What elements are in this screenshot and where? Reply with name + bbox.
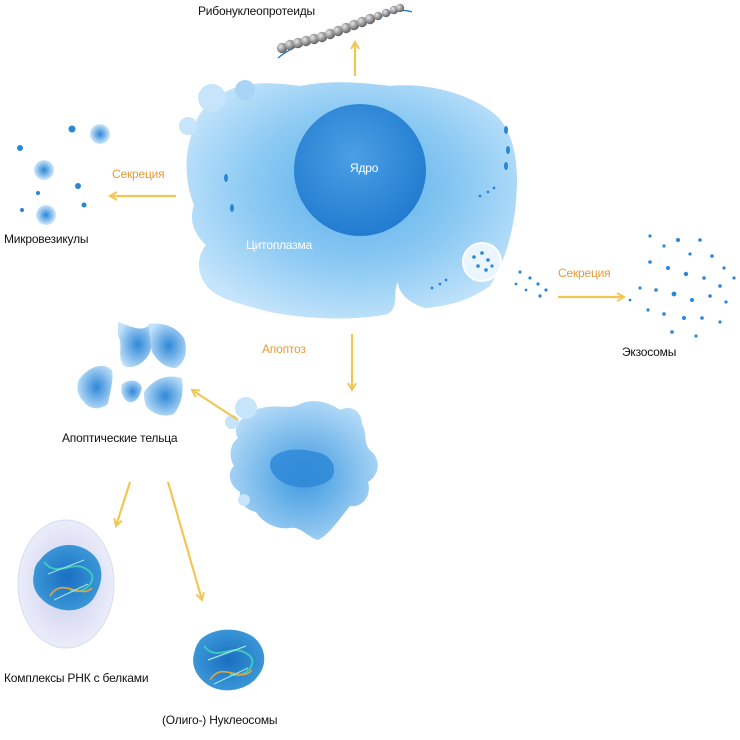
cell-bleb <box>235 80 255 100</box>
rnp-bead <box>308 33 320 45</box>
exosome-dots-inner <box>430 186 496 290</box>
exosome-dot <box>544 288 548 292</box>
apoptotic-bodies-cluster <box>77 322 186 416</box>
exosome-dot <box>648 234 652 238</box>
exosome-dot <box>524 288 528 292</box>
cell-bleb <box>179 117 197 135</box>
rnp-bead <box>340 22 352 34</box>
arrow-to-apoptotic-bodies <box>190 388 239 421</box>
exosome-dot <box>518 270 522 274</box>
granule <box>506 146 510 154</box>
exosome-dot <box>718 320 722 324</box>
rnp-bead <box>316 31 328 43</box>
arrow-to-nucleosomes <box>166 481 205 602</box>
exosome-dot <box>671 291 677 297</box>
arrows <box>108 40 626 602</box>
exosome-dot <box>528 276 532 280</box>
label-microvesicles: Микровезикулы <box>4 232 89 246</box>
exosome-dot <box>662 244 666 248</box>
exosomes-cluster <box>514 234 736 338</box>
exosome-dot <box>702 276 706 280</box>
granule <box>224 174 228 182</box>
exosome-dot <box>682 316 686 320</box>
rnp-bead <box>292 37 304 49</box>
label-secretion-right: Секреция <box>558 266 611 280</box>
exosome-dot <box>536 282 540 286</box>
rnp-bead <box>356 16 368 28</box>
arrow-to-rna-complexes <box>113 481 132 528</box>
exosome-dot <box>538 294 542 298</box>
exosome-dot <box>710 254 714 258</box>
rnp-bead <box>324 28 336 40</box>
exosome-dot <box>688 252 692 256</box>
granule <box>504 126 508 134</box>
exosome-dot <box>648 260 652 264</box>
label-rna-complexes: Комплексы РНК с белками <box>4 671 149 685</box>
rnp-bead <box>276 42 288 54</box>
exosome-dot <box>654 288 658 292</box>
exosome-vesicle <box>462 242 502 282</box>
rnp-bead <box>300 35 312 47</box>
exosome-dot <box>690 298 694 302</box>
exosome-dot <box>718 284 722 288</box>
granule <box>504 162 508 170</box>
rnp-bead <box>395 3 405 13</box>
label-apoptotic-bodies: Апоптические тельца <box>62 431 178 445</box>
nucleosome-illustration <box>193 629 265 691</box>
microvesicles-cluster <box>17 124 110 225</box>
rna-complex-illustration <box>17 519 115 649</box>
exosome-dot <box>694 334 698 338</box>
granule <box>230 204 234 212</box>
exosome-dot <box>732 276 736 280</box>
nucleus <box>294 104 426 236</box>
rnp-bead <box>348 19 360 31</box>
exosome-dot <box>628 298 632 302</box>
rnp-bead <box>364 13 376 25</box>
label-nucleus: Ядро <box>350 161 379 175</box>
rnp-bead <box>381 8 391 18</box>
label-secretion-left: Секреция <box>112 167 165 181</box>
exosome-dot <box>662 312 666 316</box>
rnp-bead <box>373 11 383 21</box>
exosome-dot <box>700 316 704 320</box>
exosome-dot <box>666 266 670 270</box>
main-cell <box>179 80 517 319</box>
exosome-dot <box>722 266 726 270</box>
label-apoptosis: Апоптоз <box>262 342 306 356</box>
exosome-dot <box>670 330 674 334</box>
exosome-dot <box>646 308 650 312</box>
exosome-dot <box>683 271 689 277</box>
rnp-bead <box>284 39 296 51</box>
exosome-dot <box>676 238 680 242</box>
label-cytoplasm: Цитоплазма <box>246 238 313 252</box>
exosome-dot <box>638 286 642 290</box>
exosome-dot <box>514 282 518 286</box>
apoptotic-cell <box>225 397 378 540</box>
label-rnp: Рибонуклеопротеиды <box>198 4 315 18</box>
label-nucleosomes: (Олиго-) Нуклеосомы <box>162 713 278 727</box>
rnp-bead <box>332 25 344 37</box>
label-exosomes: Экзосомы <box>622 345 677 359</box>
exosome-dot <box>708 294 712 298</box>
rnp-chain <box>276 3 413 59</box>
exosome-dot <box>724 300 728 304</box>
exosome-dot <box>698 238 702 242</box>
cell-bleb <box>198 84 226 112</box>
